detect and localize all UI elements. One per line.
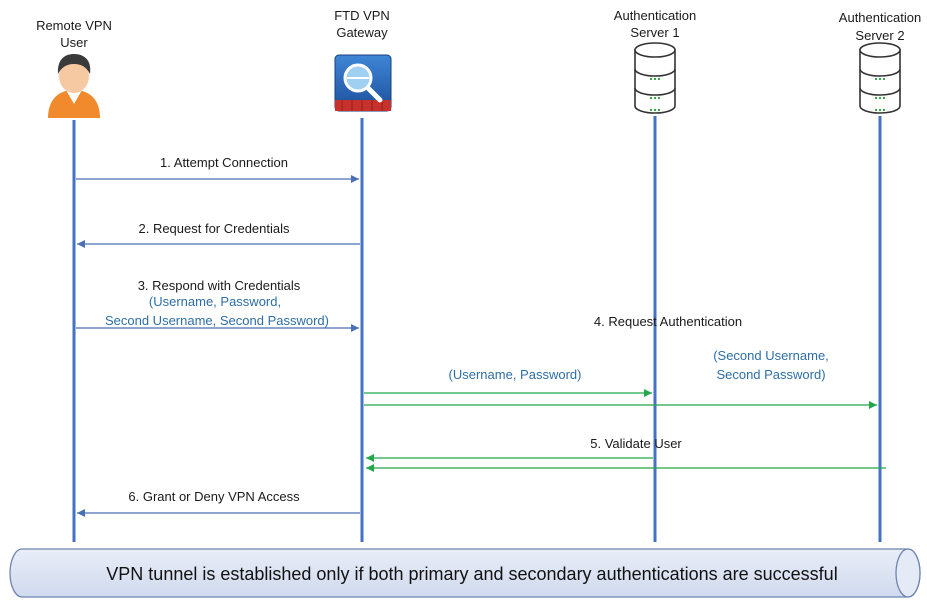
actor-gateway-label-line1: FTD VPN bbox=[334, 8, 390, 23]
database-server-icon bbox=[634, 42, 676, 114]
message-3-detail-line2: Second Username, Second Password) bbox=[105, 313, 329, 328]
firewall-gateway-icon bbox=[334, 54, 392, 112]
message-3-detail-line1: (Username, Password, bbox=[149, 294, 281, 309]
message-1-label: 1. Attempt Connection bbox=[160, 155, 288, 170]
message-4-label: 4. Request Authentication bbox=[594, 314, 742, 329]
message-4-primary-credentials: (Username, Password) bbox=[449, 367, 582, 382]
actor-gateway-label-line2: Gateway bbox=[336, 25, 388, 40]
actor-auth1-label-line1: Authentication bbox=[614, 8, 696, 23]
actor-auth2-label-line1: Authentication bbox=[839, 10, 921, 25]
message-5-label: 5. Validate User bbox=[590, 436, 682, 451]
person-avatar-icon bbox=[48, 54, 100, 118]
message-6-label: 6. Grant or Deny VPN Access bbox=[128, 489, 300, 504]
actor-user-label-line1: Remote VPN bbox=[36, 18, 112, 33]
vpn-tunnel-banner: VPN tunnel is established only if both p… bbox=[9, 548, 921, 598]
database-server-icon bbox=[859, 42, 901, 114]
actor-auth2-label-line2: Server 2 bbox=[855, 28, 904, 43]
message-3-label: 3. Respond with Credentials bbox=[138, 278, 301, 293]
vpn-tunnel-banner-text: VPN tunnel is established only if both p… bbox=[106, 564, 837, 584]
message-2-label: 2. Request for Credentials bbox=[138, 221, 290, 236]
actor-auth1-label-line2: Server 1 bbox=[630, 25, 679, 40]
message-4-secondary-line2: Second Password) bbox=[716, 367, 825, 382]
message-4-secondary-line1: (Second Username, bbox=[713, 348, 829, 363]
actor-user-label-line2: User bbox=[60, 35, 88, 50]
